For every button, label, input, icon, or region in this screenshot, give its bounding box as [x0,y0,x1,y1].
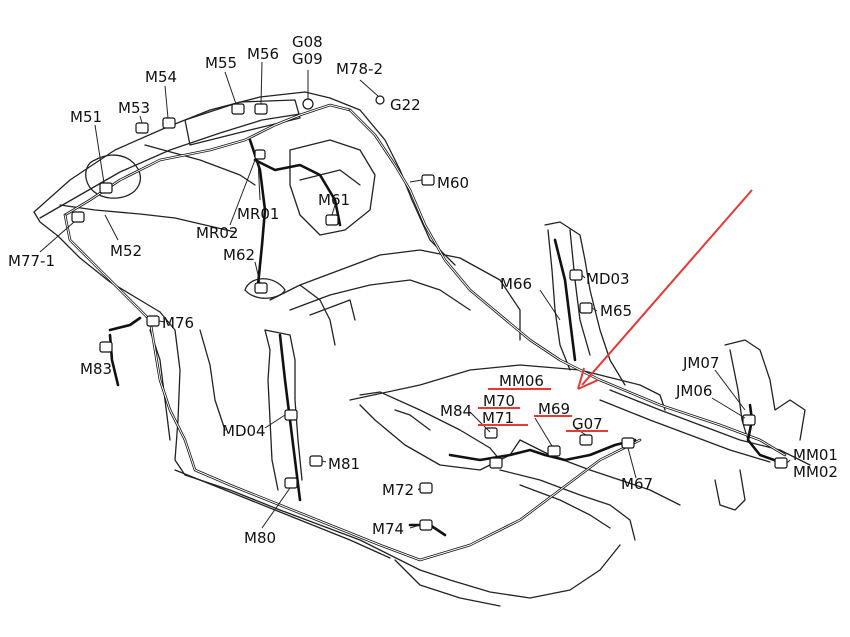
connector-g22 [375,95,385,105]
label-m62: M62 [223,246,255,264]
red-annotation [478,189,753,432]
connector-m84 [489,457,503,469]
connector-m56 [254,103,268,115]
connector-mr01 [254,149,266,160]
label-mr02: MR02 [196,224,238,242]
red-arrow-shaft [581,189,753,386]
label-m66: M66 [500,275,532,293]
label-m56: M56 [247,45,279,63]
label-mm06: MM06 [499,372,544,390]
connector-mm01 [774,457,788,469]
label-m81: M81 [328,455,360,473]
label-m61: M61 [318,191,350,209]
label-m78-2: M78-2 [336,60,383,78]
connector-m81 [309,455,323,467]
connectors [71,95,788,531]
connector-m60 [421,174,435,186]
label-g22: G22 [390,96,421,114]
label-m74: M74 [372,520,404,538]
leader-lines [39,61,791,529]
connector-m72 [419,482,433,494]
label-m77-1: M77-1 [8,252,55,270]
component-labels: G08 G09 M78-2 G22 M56 M55 M54 M53 M51 M6… [8,33,838,547]
connector-g07 [579,434,593,446]
label-md03: MD03 [586,270,630,288]
connector-m55 [231,103,245,115]
label-m70: M70 [483,392,515,410]
label-g07: G07 [572,415,603,433]
label-m54: M54 [145,68,177,86]
label-m53: M53 [118,99,150,117]
label-jm06: JM06 [675,382,712,400]
label-mm02: MM02 [793,463,838,481]
connector-m62 [254,282,268,294]
label-m69: M69 [538,400,570,418]
label-m83: M83 [80,360,112,378]
connector-m76 [146,315,160,327]
label-jm07: JM07 [682,354,719,372]
connector-m53 [135,122,149,134]
label-mm01: MM01 [793,446,838,464]
connector-m74 [419,519,433,531]
label-m76: M76 [162,314,194,332]
connector-md04 [284,409,298,421]
connector-m54 [162,117,176,129]
label-md04: MD04 [222,422,266,440]
connector-m61 [325,214,339,226]
label-m84: M84 [440,402,472,420]
connector-m80 [284,477,298,489]
label-m80: M80 [244,529,276,547]
connector-g08 [302,98,314,110]
label-m52: M52 [110,242,142,260]
connector-m67 [621,437,635,449]
connector-m69 [547,445,561,457]
label-m51: M51 [70,108,102,126]
label-m71: M71 [482,409,514,427]
label-m67: M67 [621,475,653,493]
connector-m51 [99,182,113,194]
label-mr01: MR01 [237,205,279,223]
wiring-harness [63,103,787,562]
label-m55: M55 [205,54,237,72]
label-g08: G08 [292,33,323,51]
red-arrow-head [577,367,599,390]
label-g09: G09 [292,50,323,68]
label-m65: M65 [600,302,632,320]
connector-m83 [99,341,113,353]
connector-jm06 [742,414,756,426]
connector-m65 [579,302,593,314]
connector-md03 [569,269,583,281]
connector-m77-1 [71,211,85,223]
label-m72: M72 [382,481,414,499]
label-m60: M60 [437,174,469,192]
